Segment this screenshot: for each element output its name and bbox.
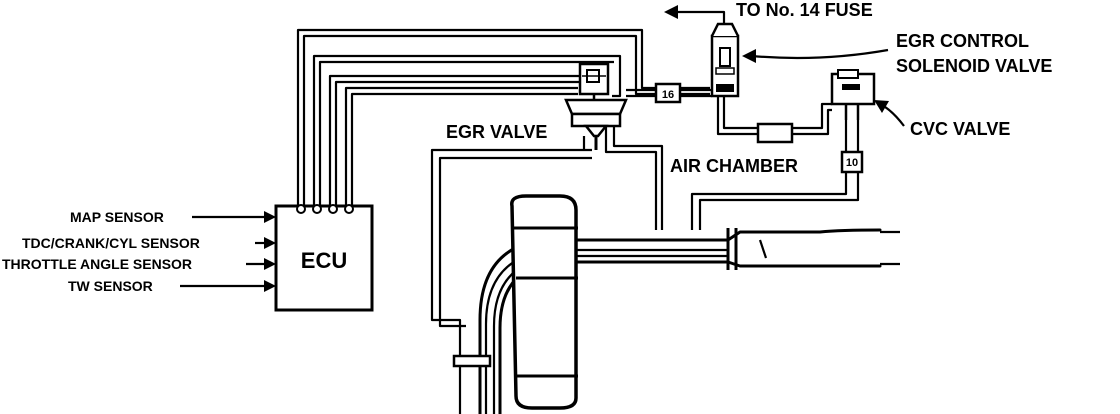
egr-valve — [564, 62, 628, 150]
ecu-terminals — [296, 204, 354, 214]
map-sensor-label: MAP SENSOR — [70, 209, 164, 225]
hose-10-label: 10 — [846, 157, 858, 169]
cvc-valve-label: CVC VALVE — [910, 119, 1010, 139]
egr-pipe — [430, 136, 592, 414]
fuse-wire — [664, 5, 726, 24]
throttle-sensor-label: THROTTLE ANGLE SENSOR — [2, 256, 192, 272]
fuse-label: TO No. 14 FUSE — [736, 0, 873, 20]
egr-valve-label: EGR VALVE — [446, 122, 547, 142]
egr-solenoid-label-2: SOLENOID VALVE — [896, 56, 1052, 76]
egr-solenoid-pointer-arrow — [742, 48, 889, 63]
ecu-label: ECU — [301, 248, 347, 273]
air-chamber-label: AIR CHAMBER — [670, 156, 798, 176]
ecu-box — [274, 204, 374, 312]
cvc-pointer-arrow — [874, 100, 905, 127]
cvc-valve — [830, 69, 876, 120]
hose-16-label: 16 — [662, 89, 674, 101]
vacuum-hoses — [604, 82, 864, 230]
tw-sensor-arrow — [180, 280, 276, 292]
map-sensor-arrow — [192, 211, 276, 223]
tw-sensor-label: TW SENSOR — [68, 278, 153, 294]
ecu-wiring — [296, 28, 710, 206]
tdc-sensor-arrow — [255, 237, 276, 249]
tdc-sensor-label: TDC/CRANK/CYL SENSOR — [22, 235, 200, 251]
plenum-chamber — [510, 194, 578, 410]
egr-solenoid-label-1: EGR CONTROL — [896, 31, 1029, 51]
throttle-sensor-arrow — [246, 258, 276, 270]
egr-control-solenoid-valve — [710, 22, 740, 98]
